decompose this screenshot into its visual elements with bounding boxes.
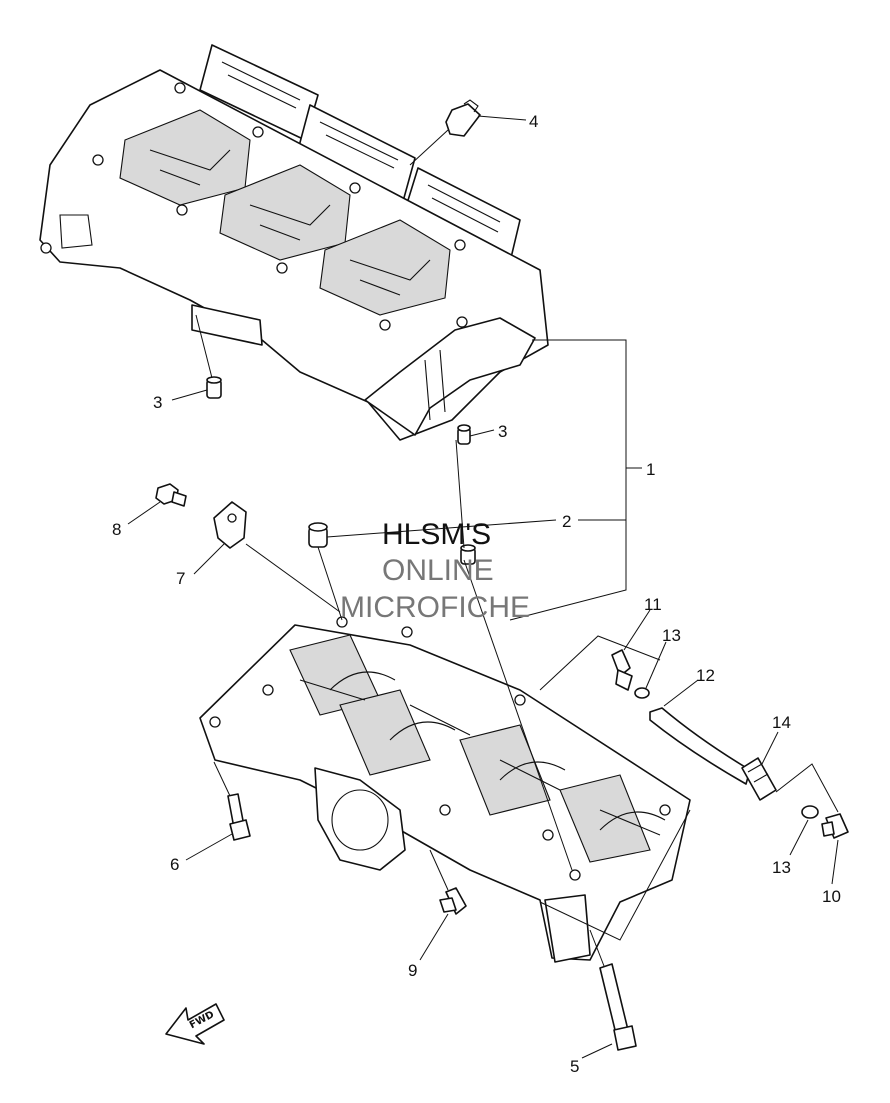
callout-14: 14 bbox=[772, 713, 791, 732]
watermark-line-2: ONLINE bbox=[382, 554, 494, 587]
clip-part-13b bbox=[801, 805, 819, 819]
bolt-part-8 bbox=[155, 483, 187, 507]
fwd-arrow: FWD bbox=[165, 1003, 225, 1045]
clip-part-13a bbox=[634, 687, 650, 699]
callout-4: 4 bbox=[529, 112, 538, 131]
upper-crankcase bbox=[39, 44, 549, 441]
watermark-line-1: HLSM'S bbox=[382, 518, 491, 551]
callout-5: 5 bbox=[570, 1057, 579, 1076]
hose-part-14 bbox=[741, 757, 777, 801]
lower-crankcase bbox=[199, 616, 691, 963]
callout-6: 6 bbox=[170, 855, 179, 874]
callout-11: 11 bbox=[644, 595, 662, 614]
callout-3b: 3 bbox=[498, 422, 507, 441]
callout-9: 9 bbox=[408, 961, 417, 980]
callout-2: 2 bbox=[562, 512, 571, 531]
fitting-part-10 bbox=[821, 813, 849, 839]
fitting-part-11 bbox=[611, 649, 633, 691]
dowel-part-3b bbox=[457, 424, 471, 445]
pin-part-4 bbox=[445, 99, 481, 137]
callout-1: 1 bbox=[646, 460, 655, 479]
watermark-line-3: MICROFICHE bbox=[340, 591, 530, 624]
dowel-part-3a bbox=[206, 376, 222, 399]
callouts: 1 2 3 3 4 5 6 7 8 9 10 11 12 13 13 14 bbox=[112, 112, 841, 1076]
hose-part-12 bbox=[649, 707, 751, 785]
callout-8: 8 bbox=[112, 520, 121, 539]
fitting-part-9 bbox=[439, 887, 467, 915]
watermark: HLSM'S ONLINE MICROFICHE bbox=[340, 518, 530, 624]
callout-12: 12 bbox=[696, 666, 715, 685]
callout-13a: 13 bbox=[662, 626, 681, 645]
callout-10: 10 bbox=[822, 887, 841, 906]
callout-7: 7 bbox=[176, 569, 185, 588]
callout-13b: 13 bbox=[772, 858, 791, 877]
bolt-part-6 bbox=[227, 793, 251, 841]
bracket-part-7 bbox=[213, 501, 247, 549]
callout-3a: 3 bbox=[153, 393, 162, 412]
bolt-part-5 bbox=[599, 963, 637, 1051]
leader-lines bbox=[127, 115, 839, 1059]
